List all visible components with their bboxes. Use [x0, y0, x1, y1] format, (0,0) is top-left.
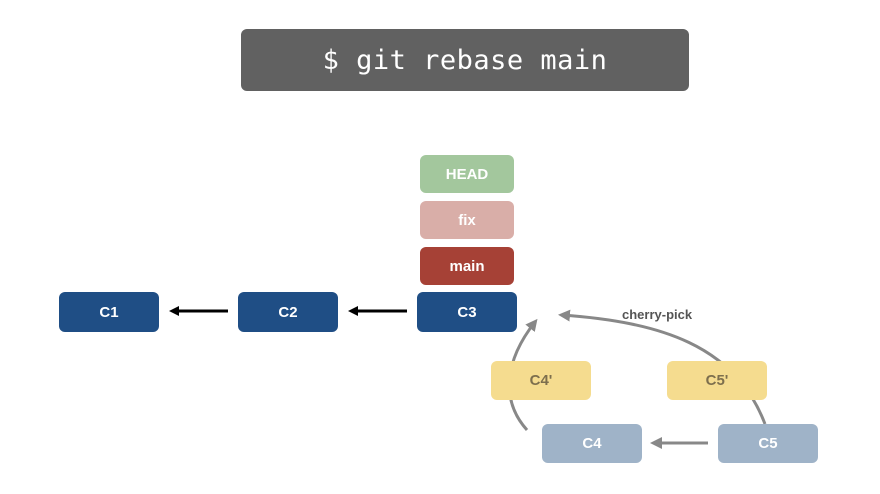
main-branch-ref: main	[420, 247, 514, 285]
head-ref: HEAD	[420, 155, 514, 193]
commit-c4: C4	[542, 424, 642, 463]
commit-c5: C5	[718, 424, 818, 463]
cherry-pick-label: cherry-pick	[622, 307, 693, 322]
commit-c5-prime: C5'	[667, 361, 767, 400]
command-banner: $ git rebase main	[241, 29, 689, 91]
commit-c3: C3	[417, 292, 517, 332]
fix-branch-ref: fix	[420, 201, 514, 239]
commit-c4-prime: C4'	[491, 361, 591, 400]
commit-c1: C1	[59, 292, 159, 332]
commit-c2: C2	[238, 292, 338, 332]
